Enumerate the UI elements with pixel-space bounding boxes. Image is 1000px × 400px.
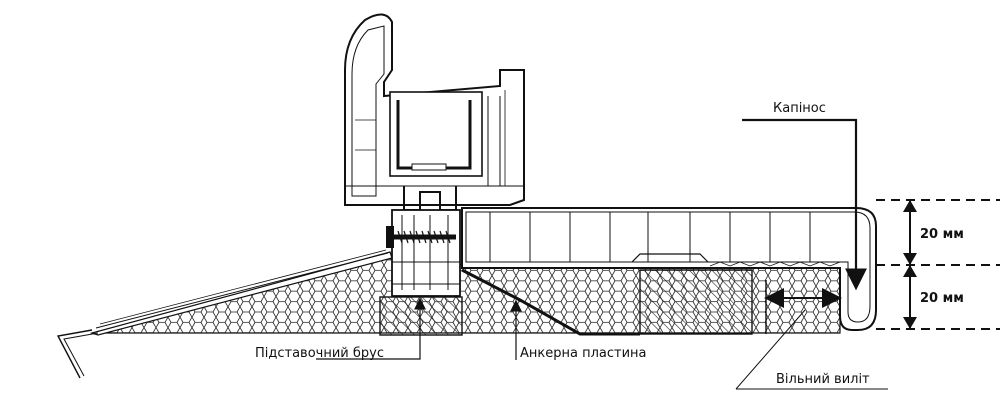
support-bar-callout: Підставочний брус — [255, 297, 426, 361]
window-frame-profile — [344, 13, 525, 211]
window-sill-board — [461, 207, 877, 331]
drip-edge-label: Капінос — [773, 101, 826, 116]
drip-edge-callout: Капінос — [742, 101, 867, 291]
screw-icon — [386, 226, 456, 248]
dimension-lines: 20 мм 20 мм — [876, 199, 1000, 330]
anchor-plate-label: Анкерна пластина — [520, 346, 647, 361]
free-overhang-callout: Вільний виліт — [735, 280, 888, 390]
free-overhang-label: Вільний виліт — [776, 372, 870, 387]
anchor-plate — [461, 268, 640, 336]
support-bar — [379, 296, 463, 336]
support-bar-profile — [391, 209, 461, 297]
dimension-bottom-label: 20 мм — [920, 291, 964, 306]
anchor-plate-callout: Анкерна пластина — [510, 299, 647, 361]
support-bar-label: Підставочний брус — [255, 346, 384, 361]
dimension-top-label: 20 мм — [920, 227, 964, 242]
insulation-block — [639, 269, 753, 335]
